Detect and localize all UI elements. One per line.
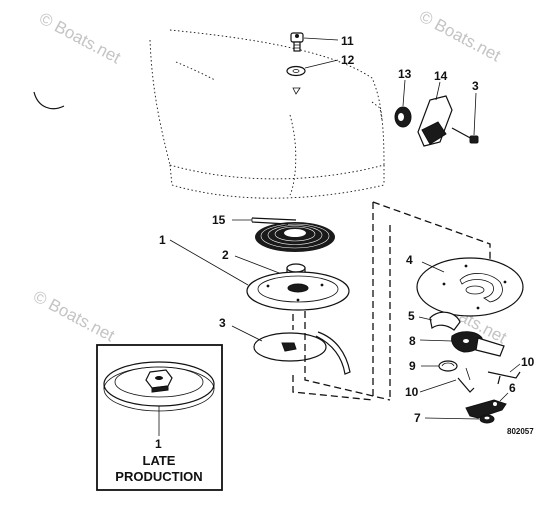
part-1-pulley-plate (169, 239, 350, 311)
part-5-pawl (418, 311, 461, 331)
motor-cover (149, 29, 385, 199)
label-8: 8 (409, 334, 416, 348)
label-10-left: 10 (405, 385, 419, 399)
part-12-washer (286, 59, 339, 95)
label-2: 2 (222, 248, 229, 262)
cover-edge-arc (33, 91, 65, 110)
part-8-pawl-plate (419, 331, 505, 357)
label-12: 12 (341, 53, 355, 67)
part-9-small-spring (421, 360, 458, 372)
watermark-top-right: © Boats.net (416, 7, 504, 66)
assembly-guide-lines (292, 201, 491, 401)
label-3-top: 3 (472, 79, 479, 93)
part-13-bushing (394, 79, 412, 128)
inset-caption-line1: LATE (143, 453, 176, 468)
label-7: 7 (414, 411, 421, 425)
diagram-code: 802057 (507, 427, 534, 436)
label-1: 1 (159, 233, 166, 247)
label-14: 14 (434, 69, 448, 83)
watermark-mid-left: © Boats.net (30, 287, 118, 346)
part-10-wire-link-left (419, 367, 475, 393)
part-14-handle (417, 81, 453, 147)
part-3-bolt (451, 92, 479, 144)
part-6-lever (465, 392, 509, 419)
inset-label-1: 1 (155, 437, 162, 451)
watermark-top-left: © Boats.net (36, 9, 124, 68)
label-15: 15 (212, 213, 226, 227)
part-3-retainer-ring (231, 325, 351, 375)
part-4-cam-disc (416, 257, 524, 317)
part-7-nut (424, 414, 495, 424)
part-10-link-pin-right (487, 363, 521, 385)
label-9: 9 (409, 359, 416, 373)
label-6: 6 (509, 381, 516, 395)
label-10-right: 10 (521, 355, 535, 369)
label-13: 13 (398, 67, 412, 81)
part-15-rewind-spring (232, 217, 335, 252)
inset-caption-line2: PRODUCTION (115, 469, 202, 484)
part-11-screw (290, 32, 339, 52)
label-11: 11 (341, 34, 354, 48)
label-5: 5 (408, 309, 415, 323)
label-3-middle: 3 (219, 316, 226, 330)
label-4: 4 (406, 253, 413, 267)
callout-labels: 11 12 13 14 3 15 1 2 3 4 5 8 9 10 10 6 7 (159, 34, 535, 425)
inset-late-production: 1 LATE PRODUCTION (96, 344, 223, 491)
